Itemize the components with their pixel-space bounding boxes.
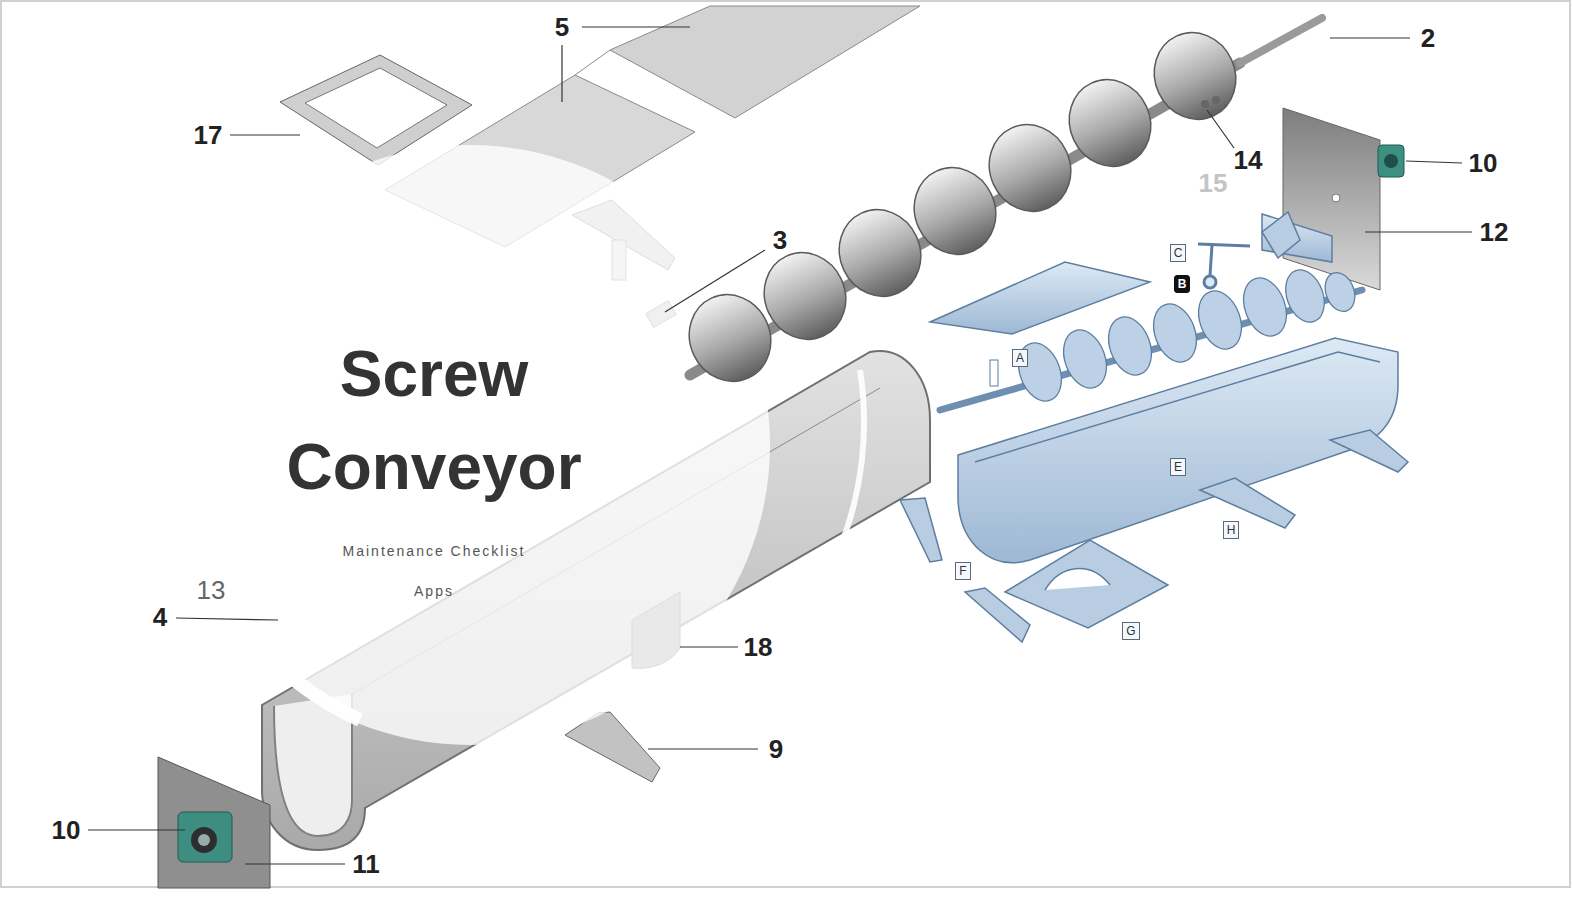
small-screw [1279, 264, 1331, 327]
leader-line [1406, 161, 1462, 163]
sub-caption: Maintenance Checklist [343, 544, 526, 558]
t-bolt [1204, 276, 1216, 288]
leader-line [648, 748, 758, 749]
screw-flights [675, 19, 1250, 395]
leader-line [561, 45, 562, 102]
callout-number: 14 [1234, 147, 1263, 173]
small-conveyor-parts [1262, 212, 1300, 258]
leader-line [680, 646, 738, 647]
set-screws [1212, 96, 1220, 104]
end-plate-right [1378, 145, 1404, 177]
callout-number: 10 [1469, 150, 1498, 176]
part-letter: B [1178, 277, 1187, 291]
callout-number: 4 [153, 604, 167, 630]
small-screw [1146, 298, 1204, 368]
small-screw [1191, 285, 1249, 355]
small-screw [1011, 264, 1360, 407]
small-conveyor-parts [900, 498, 942, 562]
watermark [170, 145, 770, 745]
end-plate-left [198, 834, 210, 846]
t-bolt [1198, 244, 1250, 246]
leader-line [88, 829, 185, 830]
small-conveyor-parts [1045, 569, 1110, 590]
end-plate-left [158, 757, 270, 888]
small-screw [990, 360, 998, 386]
title: Screw Conveyor [234, 328, 634, 514]
watermark [170, 145, 864, 745]
leader-line [1330, 37, 1410, 38]
t-bolt [1198, 244, 1250, 288]
part-letter-box: E [1170, 458, 1186, 476]
small-conveyor-parts [1330, 430, 1408, 472]
part-letter-box: G [1122, 622, 1139, 640]
callout-number: 5 [555, 14, 569, 40]
leader-line [245, 863, 345, 864]
end-plate-left [158, 757, 270, 888]
small-screw [1236, 272, 1294, 342]
callout-number: 9 [769, 736, 783, 762]
part-letter: C [1174, 246, 1183, 260]
screw-shaft [690, 18, 1322, 375]
small-conveyor-parts [900, 212, 1408, 642]
end-plate-right [1332, 194, 1340, 202]
set-screws [1201, 96, 1220, 108]
cover-plates [575, 50, 610, 75]
t-bolt [1210, 245, 1212, 276]
end-plate-left [178, 812, 232, 862]
callout-number: 3 [773, 227, 787, 253]
end-plate-right [1283, 108, 1380, 290]
callout-number: 10 [52, 817, 81, 843]
part-letter: G [1126, 624, 1135, 638]
part-letter: E [1174, 460, 1182, 474]
small-conveyor-parts [1005, 540, 1168, 628]
callout-number: 12 [1480, 219, 1509, 245]
small-screw [940, 264, 1362, 410]
leader-line [665, 250, 765, 312]
end-plate-right [1384, 154, 1398, 168]
end-plate-right [1283, 108, 1404, 290]
small-screw [1101, 311, 1159, 381]
leader-line [230, 134, 300, 135]
screw-flights [975, 111, 1085, 225]
callout-number: 11 [352, 851, 380, 877]
screw-shaft [690, 63, 1240, 375]
leader-line [88, 27, 1472, 864]
leader-line [582, 26, 690, 27]
callout-number: 2 [1421, 25, 1435, 51]
set-screws [1201, 100, 1209, 108]
leader-line [1365, 231, 1472, 232]
small-screw [1056, 324, 1114, 394]
callout-number: 13 [197, 577, 226, 603]
part-letter-box: A [1012, 349, 1028, 367]
part-letter-box: B [1174, 275, 1191, 293]
watermark [720, 370, 864, 700]
sub-caption: Apps [414, 584, 454, 598]
callout-number: 17 [194, 122, 223, 148]
small-conveyor-parts [1200, 478, 1295, 528]
part-letter-box: F [955, 562, 970, 580]
screw-flights [1140, 19, 1250, 133]
screw-flights [1055, 66, 1165, 180]
callout-number: 18 [744, 634, 773, 660]
leader-line [1207, 110, 1234, 148]
part-letter-box: C [1170, 244, 1187, 262]
end-plate-left [191, 827, 217, 853]
part-letter: F [959, 564, 966, 578]
inlet-flange [305, 68, 447, 148]
screw-shaft [1240, 18, 1322, 63]
small-screw [1011, 337, 1069, 407]
small-conveyor-parts [965, 588, 1030, 642]
callout-number: 15 [1199, 170, 1228, 196]
leader-line [176, 618, 278, 620]
part-letter: A [1016, 351, 1024, 365]
part-letter: H [1227, 523, 1236, 537]
cover-plates [610, 6, 920, 118]
small-screw [1320, 268, 1360, 315]
part-letter-box: H [1223, 521, 1240, 539]
